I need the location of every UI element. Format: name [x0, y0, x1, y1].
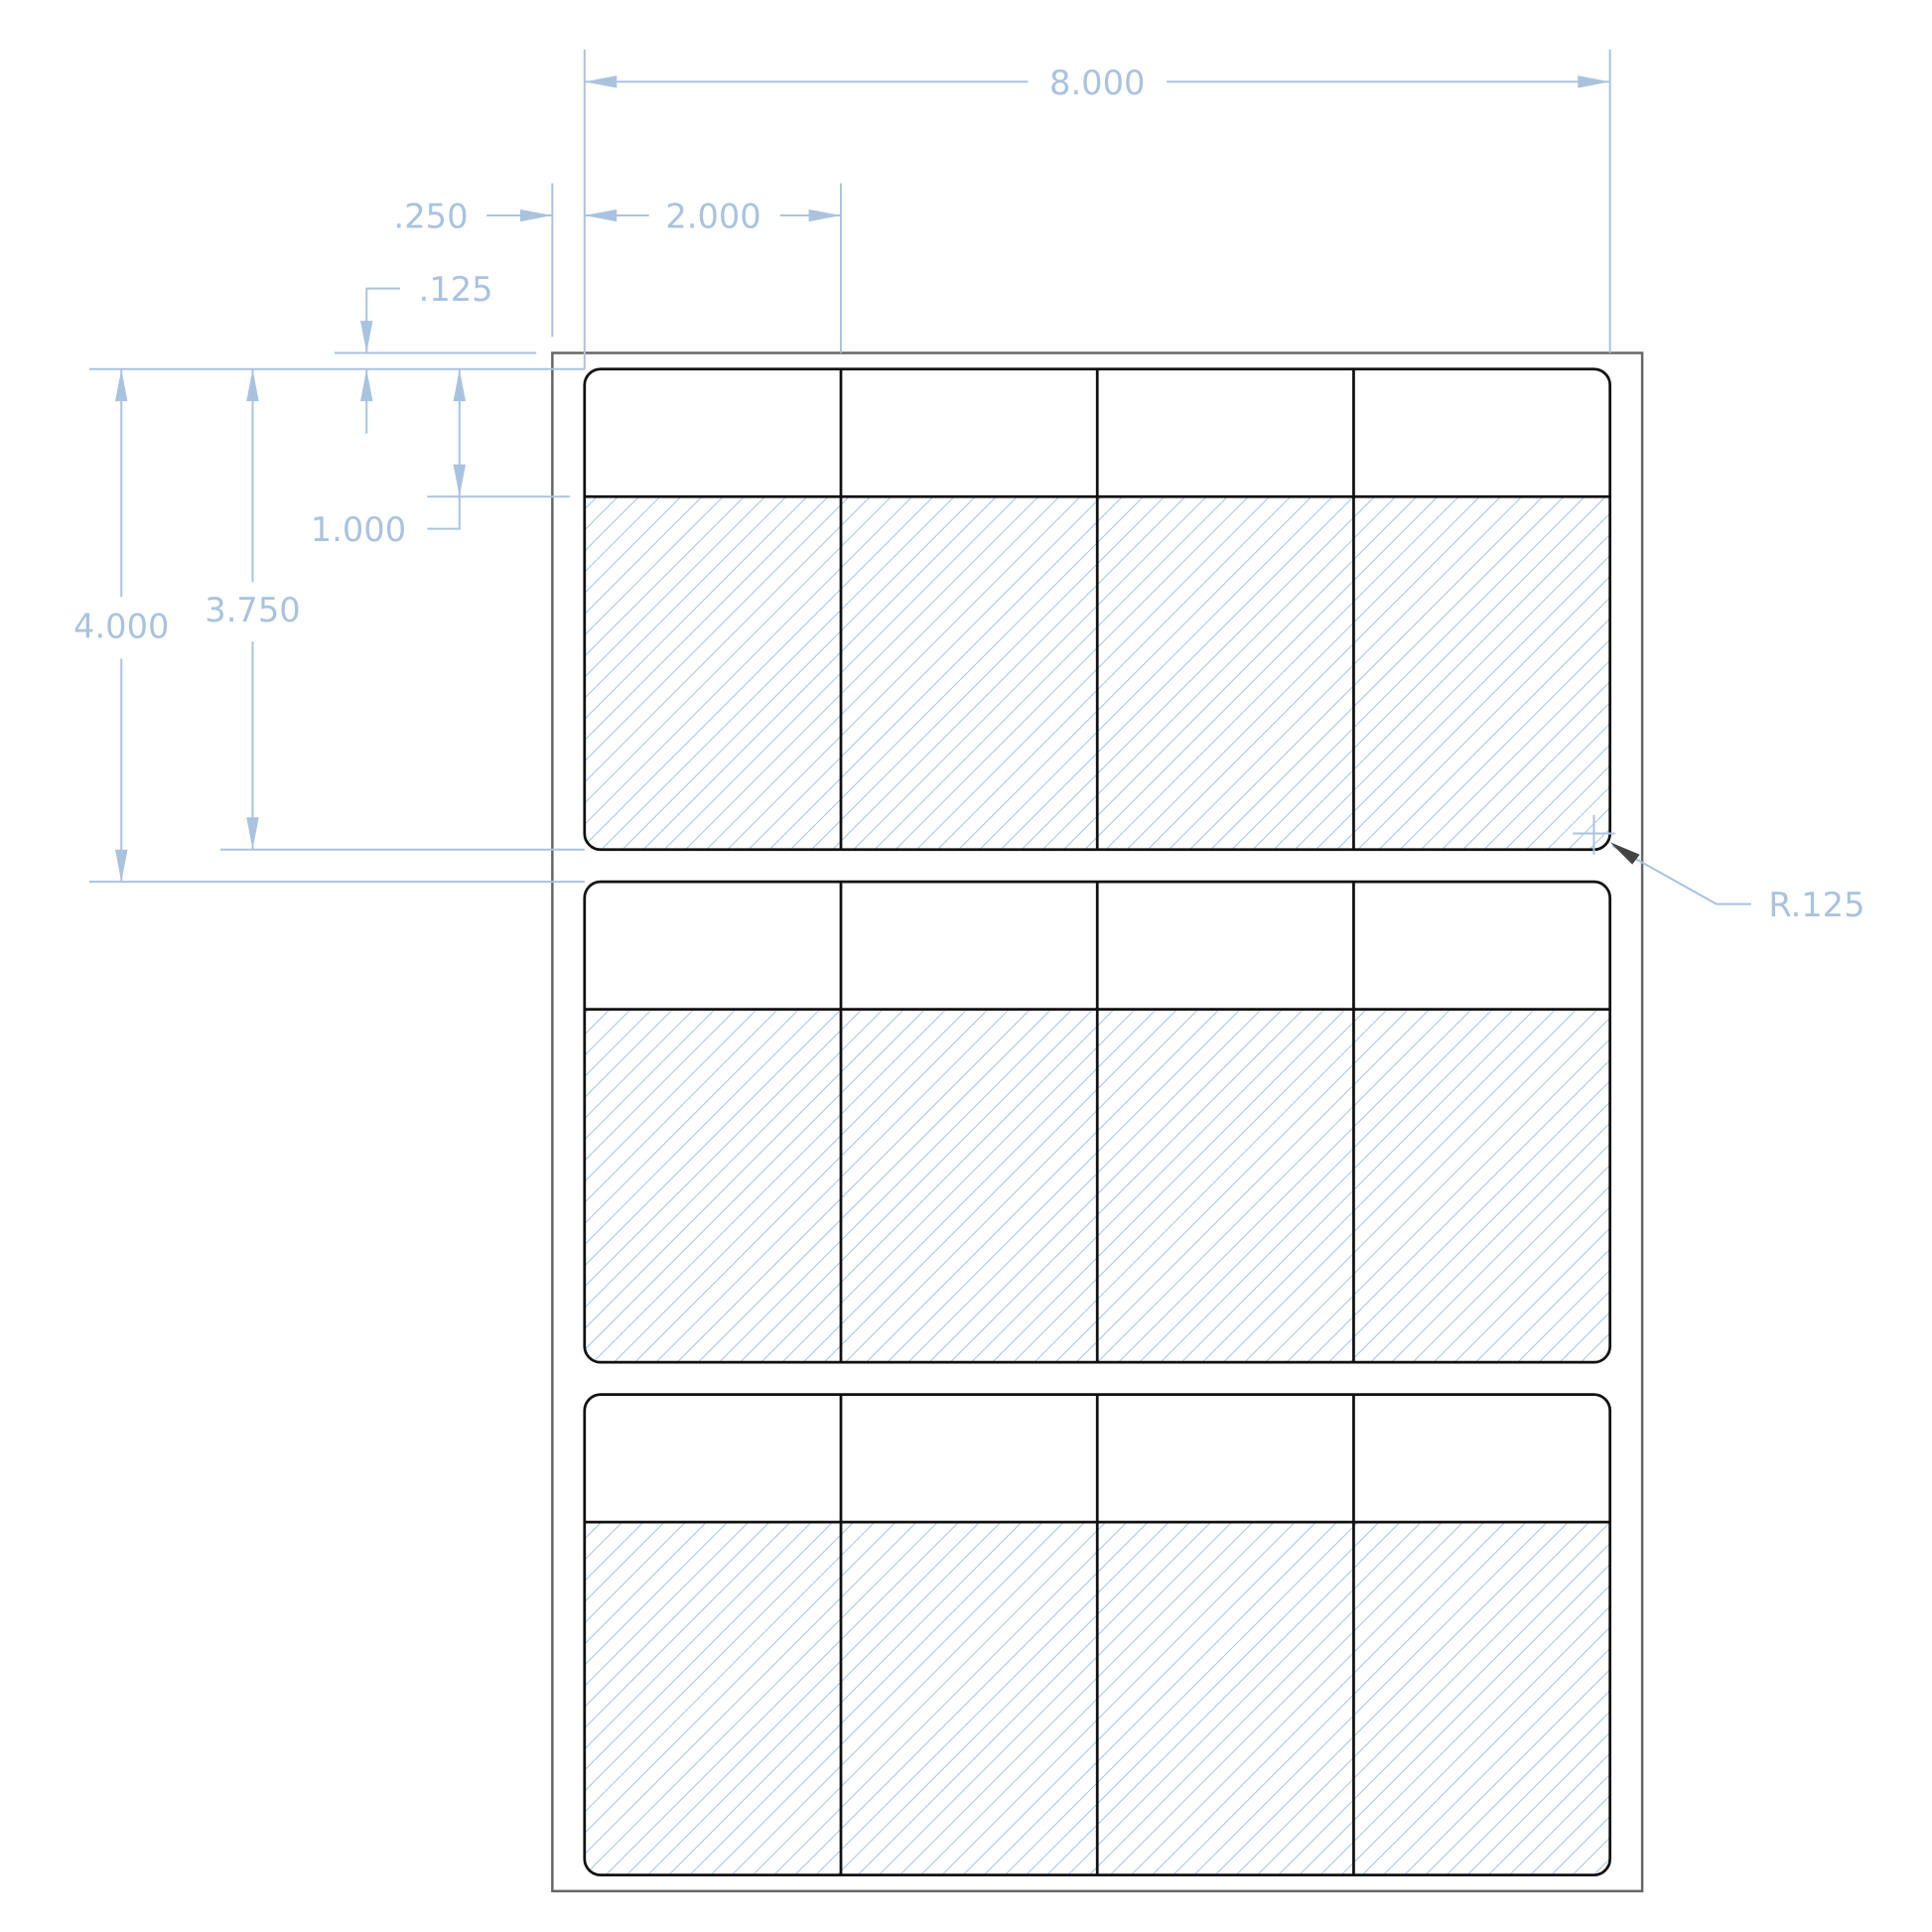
label-row [583, 367, 1612, 852]
dimension-top-margin: .125 [88, 270, 585, 434]
dim-text-header-height: 1.000 [311, 510, 406, 549]
dimension-corner-radius: R.125 [1573, 814, 1865, 924]
dimension-label-height: 3.750 [205, 368, 585, 851]
dimension-pitch: 4.000 [73, 368, 585, 884]
dim-text-overall-width: 8.000 [1049, 64, 1145, 102]
label-row [583, 1393, 1612, 1876]
dimension-overall-width: 8.000 [583, 49, 1611, 369]
dimension-header-height: 1.000 [311, 368, 570, 549]
sheet-outline [551, 351, 1644, 1893]
dim-text-corner-radius: R.125 [1768, 886, 1864, 924]
label-row [583, 880, 1612, 1364]
dimension-side-margin: .250 [394, 183, 554, 338]
dim-text-top-margin: .125 [419, 270, 493, 309]
dim-text-side-margin: .250 [394, 198, 469, 236]
dimension-label-width: 2.000 [584, 183, 843, 353]
dim-text-label-width: 2.000 [665, 198, 760, 236]
dim-text-pitch: 4.000 [73, 607, 169, 645]
dim-text-label-height: 3.750 [205, 591, 300, 629]
